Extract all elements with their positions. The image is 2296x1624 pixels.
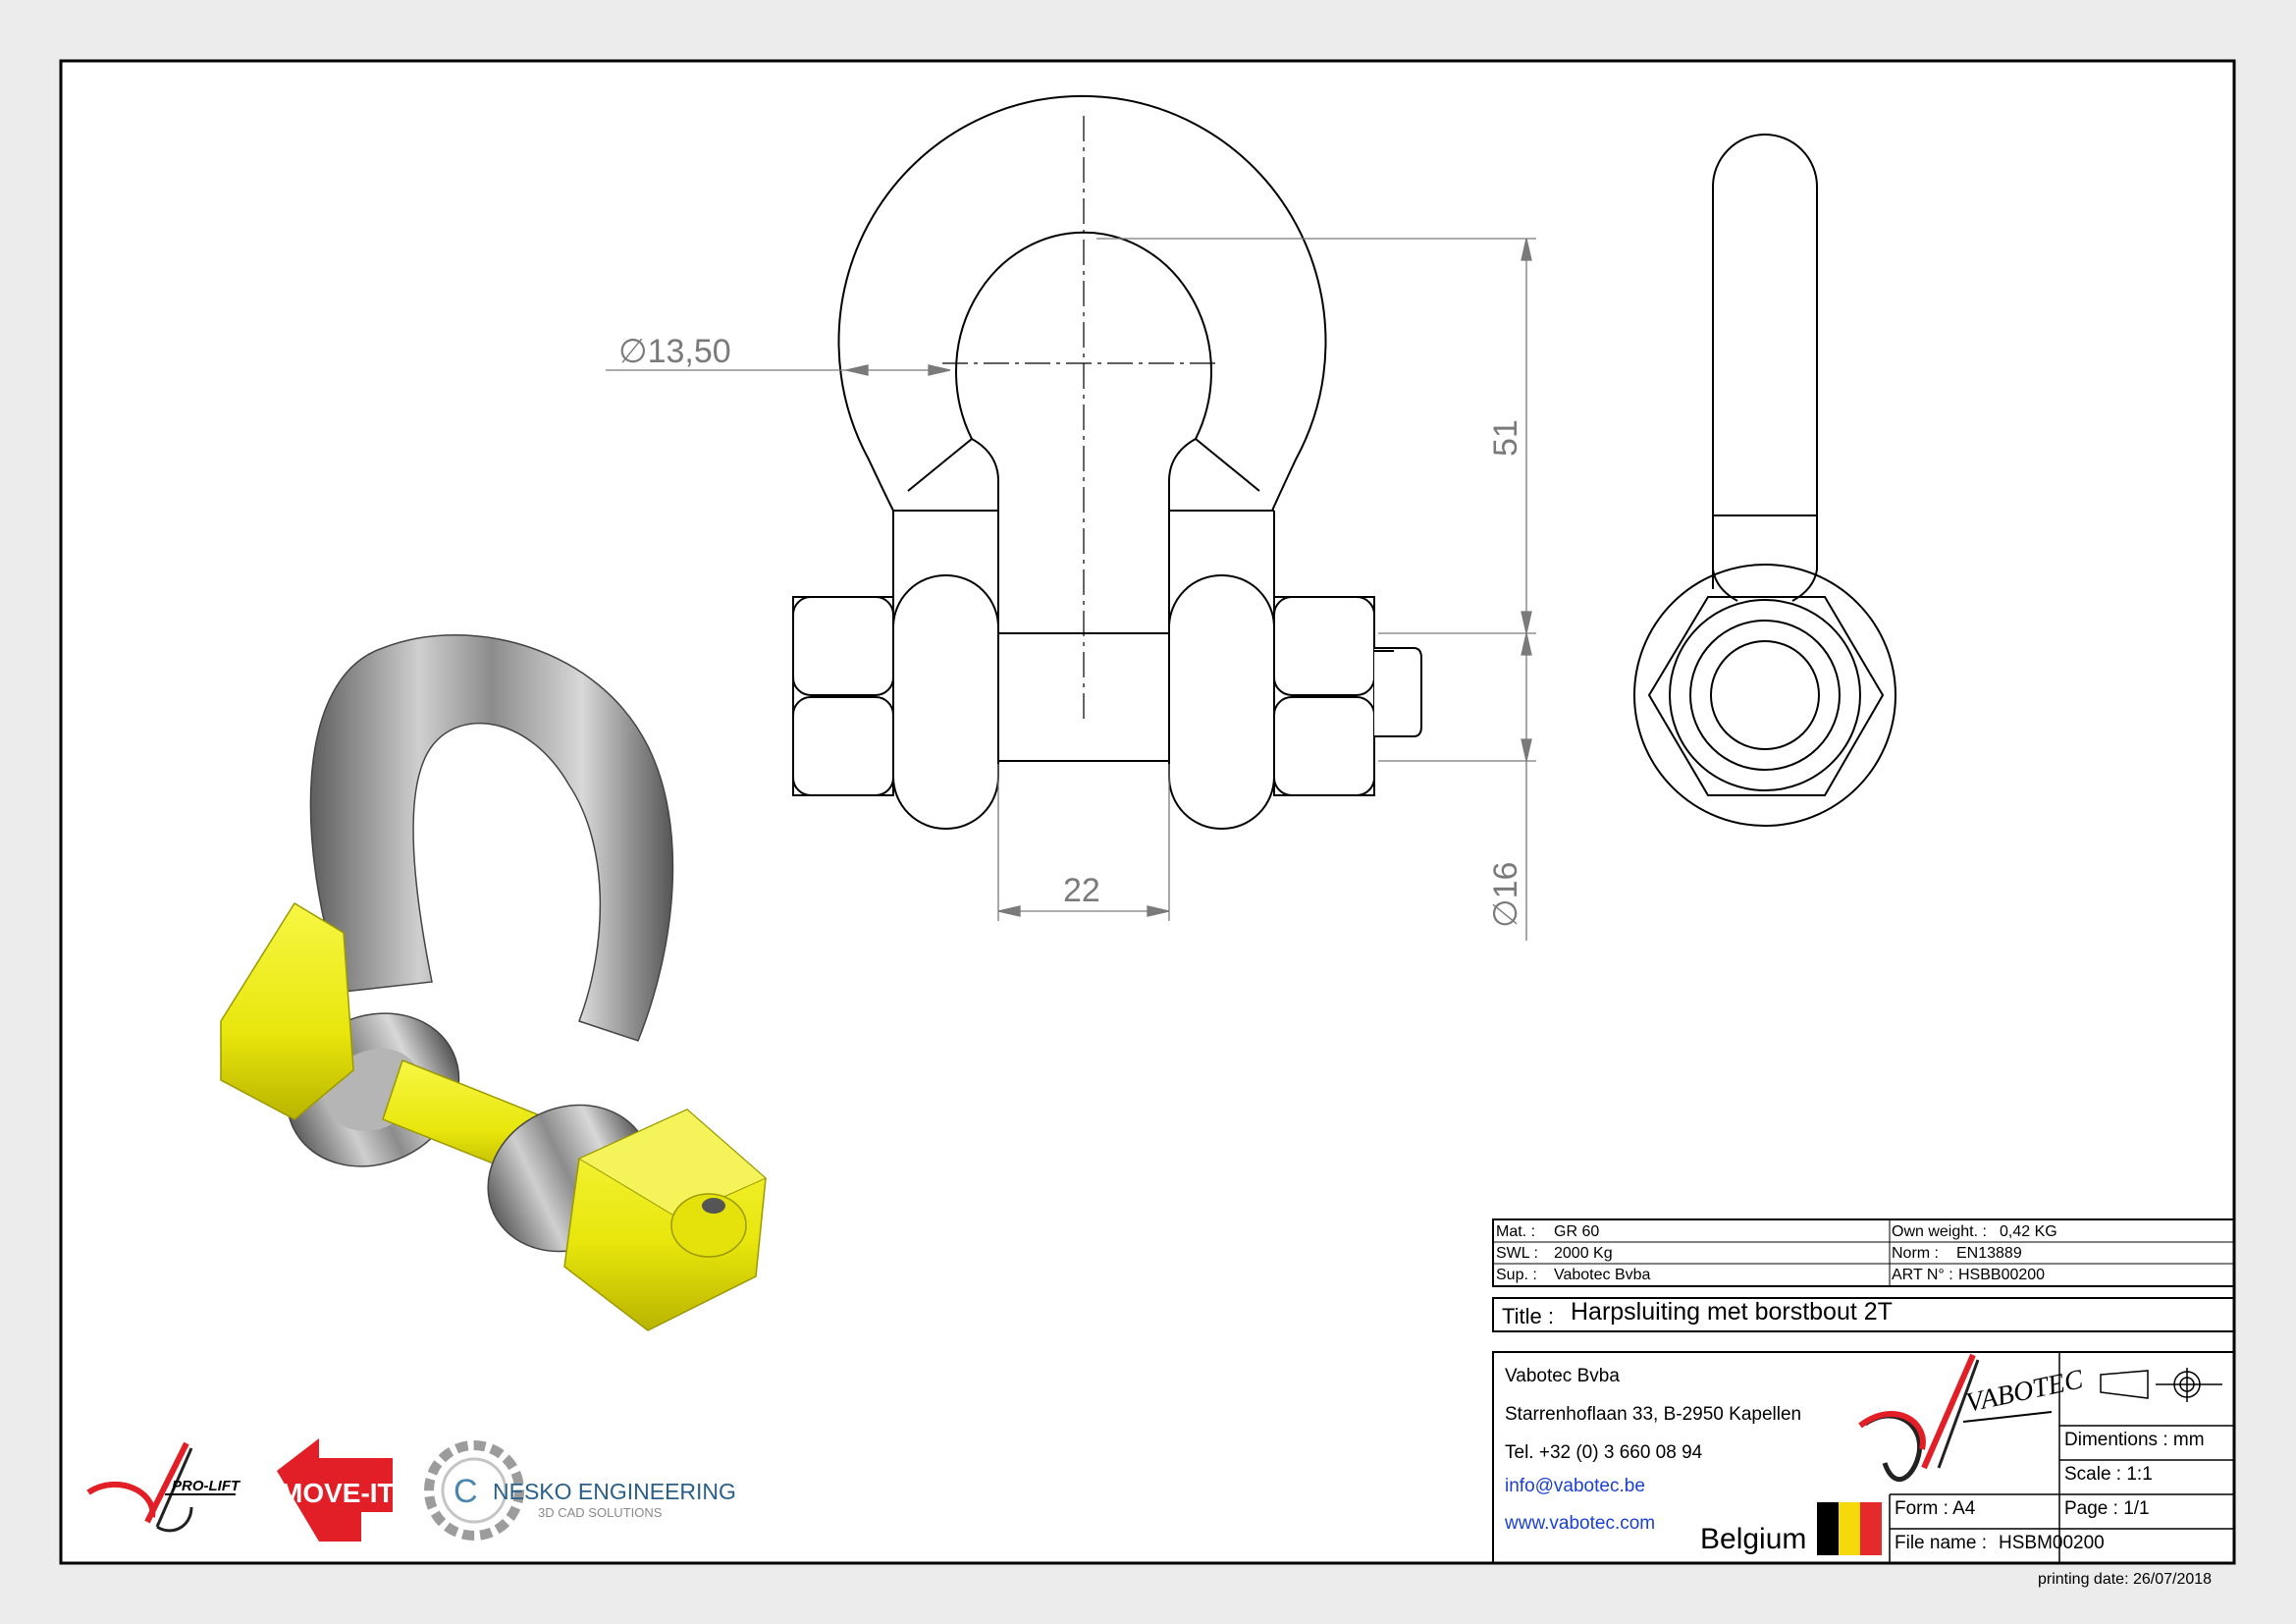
title-label: Title : <box>1502 1304 1554 1328</box>
dim-pin-diameter: ∅16 <box>1487 862 1524 928</box>
own-weight-label: Own weight. : <box>1892 1223 1987 1240</box>
company-phone: Tel. +32 (0) 3 660 08 94 <box>1505 1442 1703 1463</box>
swl-value: 2000 Kg <box>1554 1245 1613 1262</box>
swl-label: SWL : <box>1496 1245 1538 1262</box>
own-weight-value: 0,42 KG <box>2000 1223 2057 1240</box>
mat-value: GR 60 <box>1554 1223 1600 1240</box>
belgium-flag <box>1817 1502 1882 1555</box>
norm-value: EN13889 <box>1956 1245 2022 1262</box>
printing-date: printing date: 26/07/2018 <box>2038 1571 2213 1588</box>
page-value: Page : 1/1 <box>2064 1498 2150 1519</box>
sup-value: Vabotec Bvba <box>1554 1267 1651 1283</box>
company-name: Vabotec Bvba <box>1505 1366 1620 1386</box>
scale-value: Scale : 1:1 <box>2064 1464 2153 1485</box>
drawing-frame <box>59 59 2236 1565</box>
mat-label: Mat. : <box>1496 1223 1536 1240</box>
drawing-title: Harpsluiting met borstbout 2T <box>1571 1298 1893 1326</box>
dim-inner-width: 22 <box>1063 872 1100 909</box>
company-website-link[interactable]: www.vabotec.com <box>1505 1513 1656 1534</box>
front-centre-lines <box>942 116 1217 722</box>
dimentions-unit: Dimentions : mm <box>2064 1430 2205 1450</box>
sup-label: Sup. : <box>1496 1267 1537 1283</box>
norm-label: Norm : <box>1892 1245 1939 1262</box>
nesko-logo-text: NESKO ENGINEERING <box>493 1479 736 1504</box>
moveit-logo-text: MOVE-IT <box>280 1478 395 1508</box>
dim-pin-hole-diameter: ∅13,50 <box>618 333 731 370</box>
country-label: Belgium <box>1700 1523 1807 1555</box>
company-email-link[interactable]: info@vabotec.be <box>1505 1476 1645 1496</box>
form-value: Form : A4 <box>1895 1498 1976 1519</box>
art-value: HSBB00200 <box>1958 1267 2046 1283</box>
svg-text:C: C <box>454 1473 478 1510</box>
file-name-label: File name : <box>1895 1533 1987 1553</box>
nesko-logo: C NESKO ENGINEERING 3D CAD SOLUTIONS <box>424 1440 736 1541</box>
nesko-logo-subtext: 3D CAD SOLUTIONS <box>538 1505 663 1520</box>
art-label: ART N° : <box>1892 1267 1953 1283</box>
file-name-value: HSBM00200 <box>1999 1533 2105 1553</box>
prolift-logo-text: PRO-LIFT <box>172 1478 241 1494</box>
company-address: Starrenhoflaan 33, B-2950 Kapellen <box>1505 1404 1802 1425</box>
dim-inner-height: 51 <box>1487 419 1524 457</box>
side-view <box>1633 134 1896 827</box>
moveit-logo: MOVE-IT <box>277 1438 395 1542</box>
title-block-grid <box>1492 1218 2235 1564</box>
shackle-3d-illustration <box>220 634 767 1331</box>
prolift-logo: PRO-LIFT <box>86 1441 241 1533</box>
dimension-lines <box>606 238 1536 941</box>
